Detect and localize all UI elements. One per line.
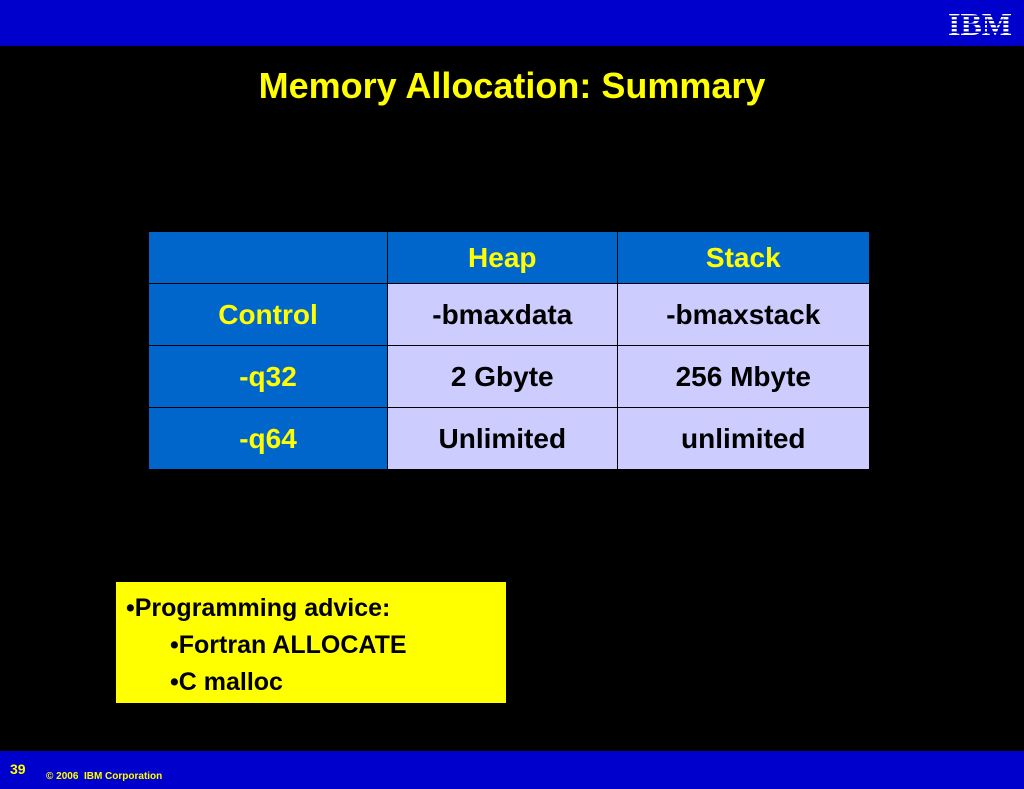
cell-stack: 256 Mbyte <box>616 345 871 408</box>
ibm-logo: IBM <box>948 6 1012 41</box>
advice-item: •Fortran ALLOCATE <box>170 631 407 659</box>
copyright-notice: © 2006 IBM Corporation <box>46 771 163 782</box>
cell-heap: Unlimited <box>387 407 618 470</box>
advice-heading: •Programming advice: <box>126 594 391 622</box>
table-row: -q32 2 Gbyte 256 Mbyte <box>148 345 871 408</box>
header-bar: IBM <box>0 0 1024 46</box>
cell-heap: -bmaxdata <box>387 283 618 346</box>
cell-stack: unlimited <box>616 407 871 470</box>
table-row: -q64 Unlimited unlimited <box>148 407 871 470</box>
programming-advice-box: •Programming advice: •Fortran ALLOCATE •… <box>116 582 506 703</box>
row-label-q64: -q64 <box>148 407 388 470</box>
cell-stack: -bmaxstack <box>616 283 871 346</box>
table-header-row: Heap Stack <box>148 231 871 284</box>
page-number: 39 <box>10 761 26 777</box>
row-label-q32: -q32 <box>148 345 388 408</box>
cell-heap: 2 Gbyte <box>387 345 618 408</box>
table-row: Control -bmaxdata -bmaxstack <box>148 283 871 346</box>
footer-bar: 39 © 2006 IBM Corporation <box>0 751 1024 789</box>
slide-title: Memory Allocation: Summary <box>258 65 766 106</box>
svg-text:IBM: IBM <box>948 6 1012 41</box>
table-header-corner <box>148 231 388 284</box>
memory-summary-table: Heap Stack Control -bmaxdata -bmaxstack … <box>148 231 871 470</box>
table-header-stack: Stack <box>616 231 871 284</box>
advice-item: •C malloc <box>170 668 283 696</box>
row-label-control: Control <box>148 283 388 346</box>
table-header-heap: Heap <box>387 231 618 284</box>
